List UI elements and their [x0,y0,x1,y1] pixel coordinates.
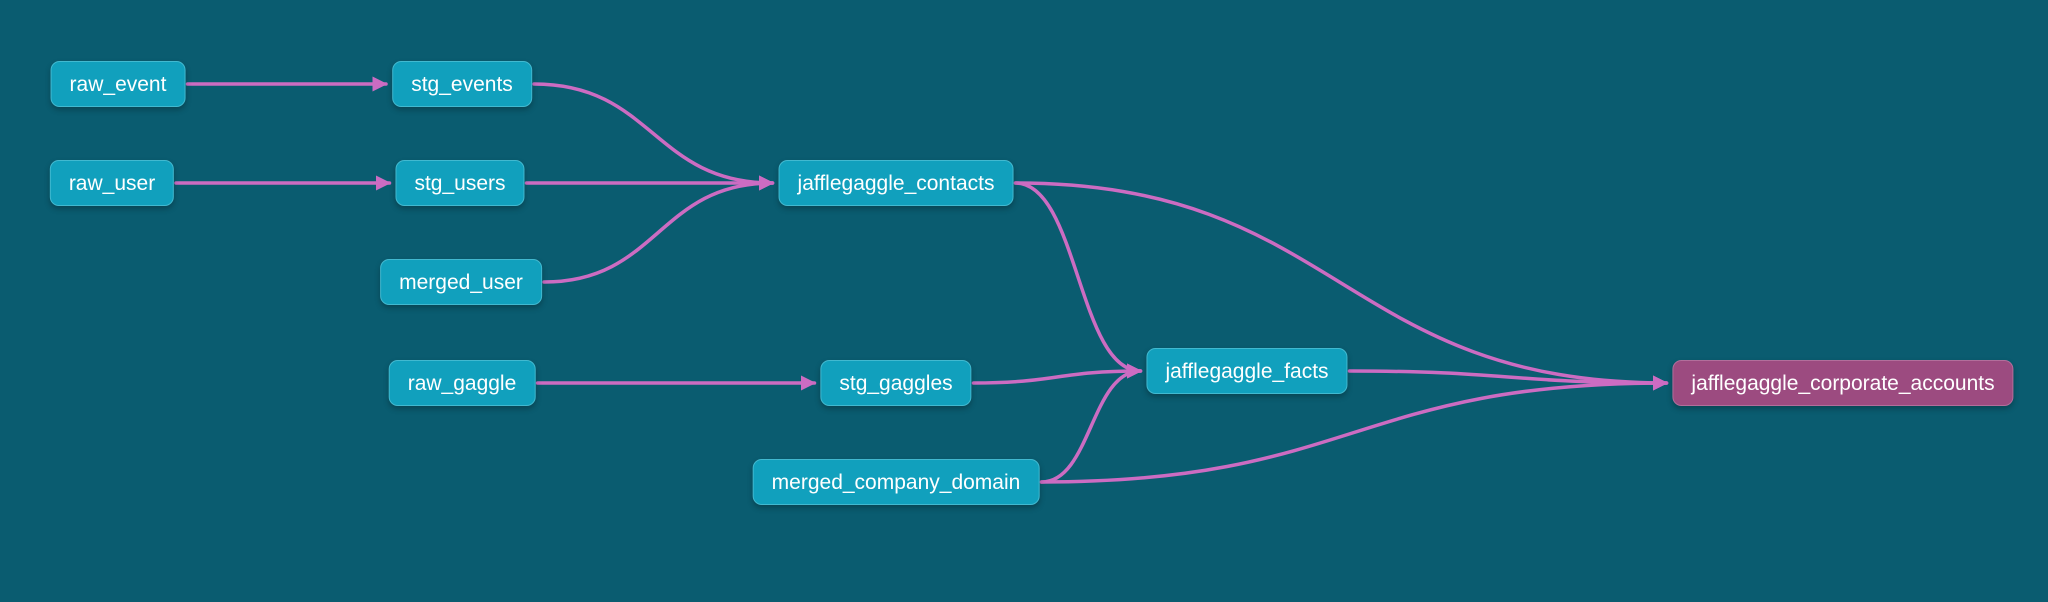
edge-jafflegaggle_facts-to-jafflegaggle_corporate_accounts [1347,369,1669,391]
node-label: jafflegaggle_facts [1165,359,1329,383]
node-raw_gaggle[interactable]: raw_gaggle [388,360,536,406]
node-raw_event[interactable]: raw_event [50,61,186,107]
node-stg_gaggles[interactable]: stg_gaggles [820,360,972,406]
node-raw_user[interactable]: raw_user [49,160,175,206]
node-label: raw_user [68,171,156,195]
node-jafflegaggle_facts[interactable]: jafflegaggle_facts [1146,348,1348,394]
node-label: stg_gaggles [839,371,953,395]
node-jafflegaggle_corporate_accounts[interactable]: jafflegaggle_corporate_accounts [1672,360,2014,406]
edge-merged_company_domain-to-jafflegaggle_facts [1039,363,1143,484]
node-label: raw_gaggle [407,371,517,395]
edge-jafflegaggle_contacts-to-jafflegaggle_facts [1013,181,1143,379]
node-label: merged_company_domain [771,470,1021,494]
node-label: raw_event [69,72,167,96]
node-merged_user[interactable]: merged_user [380,259,542,305]
edge-stg_gaggles-to-jafflegaggle_facts [971,363,1143,385]
node-label: merged_user [399,270,523,294]
node-label: jafflegaggle_corporate_accounts [1691,371,1995,395]
node-jafflegaggle_contacts[interactable]: jafflegaggle_contacts [778,160,1014,206]
edge-merged_user-to-jafflegaggle_contacts [542,175,775,284]
edge-stg_events-to-jafflegaggle_contacts [532,82,775,191]
edge-jafflegaggle_contacts-to-jafflegaggle_corporate_accounts [1013,181,1669,391]
node-label: jafflegaggle_contacts [797,171,995,195]
node-stg_users[interactable]: stg_users [395,160,525,206]
node-stg_events[interactable]: stg_events [392,61,532,107]
edge-merged_company_domain-to-jafflegaggle_corporate_accounts [1039,375,1669,484]
node-label: stg_users [414,171,506,195]
node-label: stg_events [411,72,513,96]
node-merged_company_domain[interactable]: merged_company_domain [752,459,1040,505]
